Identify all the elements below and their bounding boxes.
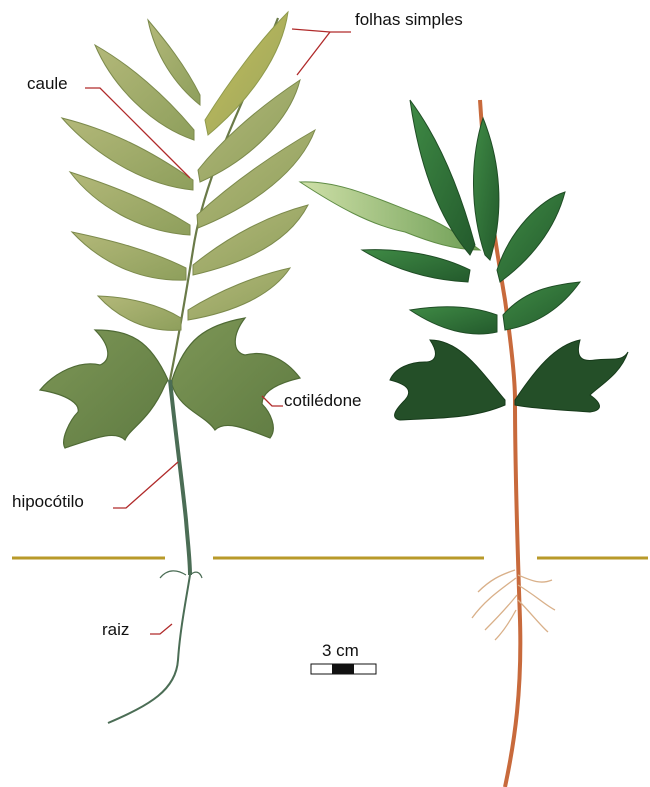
scale-bar-label: 3 cm (322, 641, 359, 661)
right-fibrous-roots (472, 570, 555, 640)
label-hipocotilo: hipocótilo (12, 492, 84, 512)
leader-raiz (150, 624, 172, 634)
left-leaflets-right-side (188, 12, 315, 320)
leader-hipocotilo (113, 462, 178, 508)
leader-folhas-b (297, 32, 330, 75)
leader-folhas-a (292, 29, 351, 32)
right-cotyledons (390, 340, 505, 420)
right-seedling (300, 100, 628, 787)
label-cotiledone: cotilédone (284, 391, 362, 411)
scale-bar (311, 664, 376, 674)
label-raiz: raiz (102, 620, 129, 640)
left-root (108, 575, 190, 723)
left-hypocotyl (170, 380, 190, 575)
left-leaflets-left-side (62, 20, 200, 330)
label-caule: caule (27, 74, 68, 94)
left-seedling (40, 12, 315, 723)
label-folhas-simples: folhas simples (355, 10, 463, 30)
leader-cotiledone (262, 396, 283, 406)
